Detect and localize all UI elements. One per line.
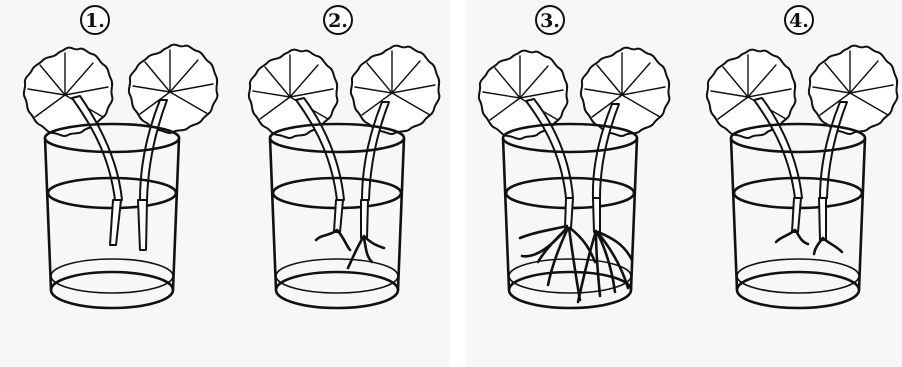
panel-4-stem-right-underwater	[819, 198, 826, 240]
panel-1-leaf-left	[24, 48, 113, 136]
panel-1-stem-left-underwater	[110, 200, 121, 245]
panel-4-stem-left-underwater	[792, 198, 801, 232]
panel-1-stem-right-underwater	[138, 200, 147, 250]
panel-2-number: 2.	[324, 6, 352, 34]
panel-3-stem-right-underwater	[593, 198, 600, 232]
panel-1-number: 1.	[81, 6, 109, 34]
panel-3-leaf-right	[581, 48, 670, 136]
panel-3-number: 3.	[536, 6, 564, 34]
panel-2-label: 2.	[328, 10, 348, 32]
panel-4-number: 4.	[785, 6, 813, 34]
panel-4-leaf-right	[809, 46, 898, 134]
panel-1-label: 1.	[85, 10, 105, 32]
panel-2-leaf-right	[351, 46, 440, 134]
panel-3: 3.	[479, 6, 670, 308]
panel-2-stem-left-underwater	[334, 200, 343, 232]
panel-4-roots	[776, 230, 842, 254]
panel-1-leaf-right	[129, 45, 218, 133]
panel-4: 4.	[707, 6, 898, 308]
panel-2-stem-right-underwater	[361, 200, 368, 238]
panel-3-leaf-left	[479, 51, 568, 139]
panel-2: 2.	[249, 6, 440, 308]
panel-4-label: 4.	[789, 10, 809, 32]
panel-3-stem-left-underwater	[565, 198, 573, 228]
panel-3-label: 3.	[540, 10, 560, 32]
panel-1: 1.	[24, 6, 218, 308]
